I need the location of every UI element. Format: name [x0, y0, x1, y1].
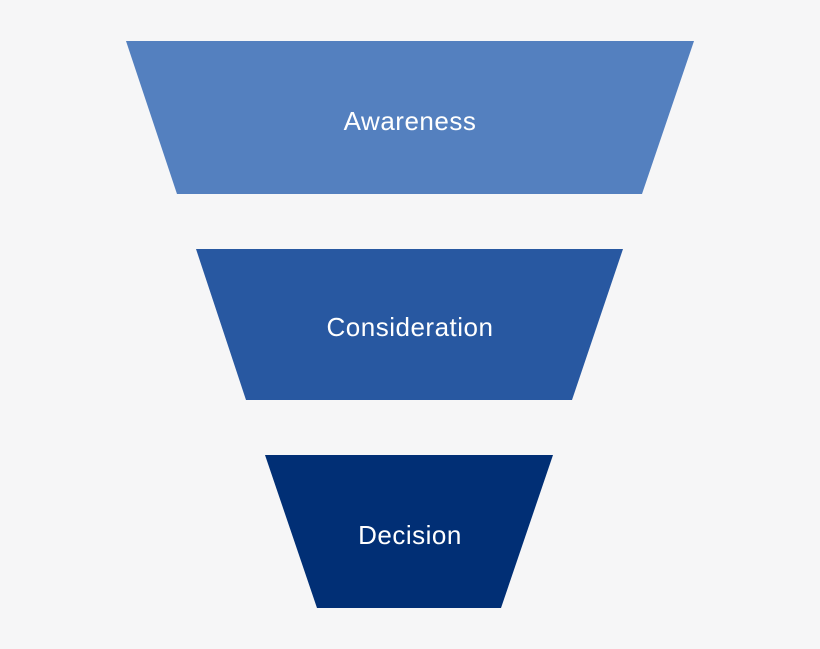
decision-label: Decision [358, 520, 462, 550]
funnel-stage-awareness: Awareness [126, 41, 694, 194]
awareness-label: Awareness [344, 106, 477, 136]
funnel-stage-consideration: Consideration [196, 249, 623, 400]
funnel-stage-decision: Decision [265, 455, 553, 608]
awareness-trapezoid [126, 41, 694, 194]
consideration-trapezoid [196, 249, 623, 400]
consideration-label: Consideration [327, 312, 494, 342]
decision-trapezoid [265, 455, 553, 608]
